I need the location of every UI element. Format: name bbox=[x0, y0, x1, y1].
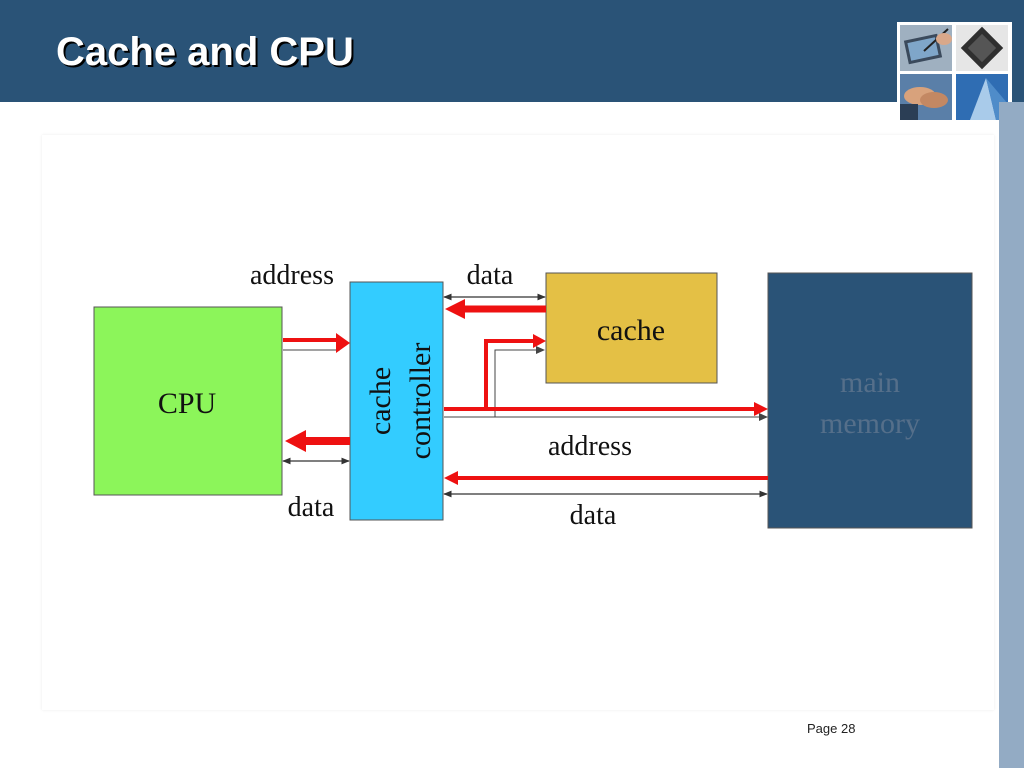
handshake-photo bbox=[900, 74, 952, 120]
cpu-address-label: address bbox=[250, 260, 334, 291]
cpu-chip-photo bbox=[956, 25, 1008, 71]
cache-data-label: data bbox=[467, 260, 514, 291]
cache-controller-block bbox=[349, 281, 444, 521]
page-number: Page 28 bbox=[807, 721, 856, 736]
slide-title: Cache and CPU bbox=[56, 30, 354, 74]
controller-to-cache-address-arrow bbox=[484, 334, 546, 417]
memory-data-label: data bbox=[570, 500, 617, 531]
cache-to-controller-data-arrow bbox=[445, 299, 546, 319]
slide-header: Cache and CPU bbox=[0, 0, 1024, 123]
memory-address-label: address bbox=[548, 431, 632, 462]
cpu-data-label: data bbox=[288, 492, 335, 523]
cpu-label: CPU bbox=[158, 387, 217, 420]
main-memory-block bbox=[767, 272, 973, 529]
cache-label: cache bbox=[597, 314, 665, 347]
main-memory-label-line1: main bbox=[840, 366, 900, 399]
header-image-collage bbox=[897, 22, 1012, 123]
cpu-block bbox=[93, 306, 283, 496]
cache-block bbox=[545, 272, 718, 384]
controller-to-cpu-data-arrow bbox=[285, 430, 350, 452]
right-decor-bar bbox=[999, 102, 1024, 768]
controller-to-memory-address-arrow bbox=[444, 402, 768, 421]
cpu-to-controller-address-arrow bbox=[283, 333, 350, 353]
cache-controller-label-line2: controller bbox=[404, 343, 437, 460]
memory-to-controller-data-arrow bbox=[444, 471, 768, 485]
tablet-stylus-photo bbox=[900, 25, 952, 71]
main-memory-label-line2: memory bbox=[820, 407, 920, 440]
cache-controller-label-line1: cache bbox=[364, 367, 397, 435]
